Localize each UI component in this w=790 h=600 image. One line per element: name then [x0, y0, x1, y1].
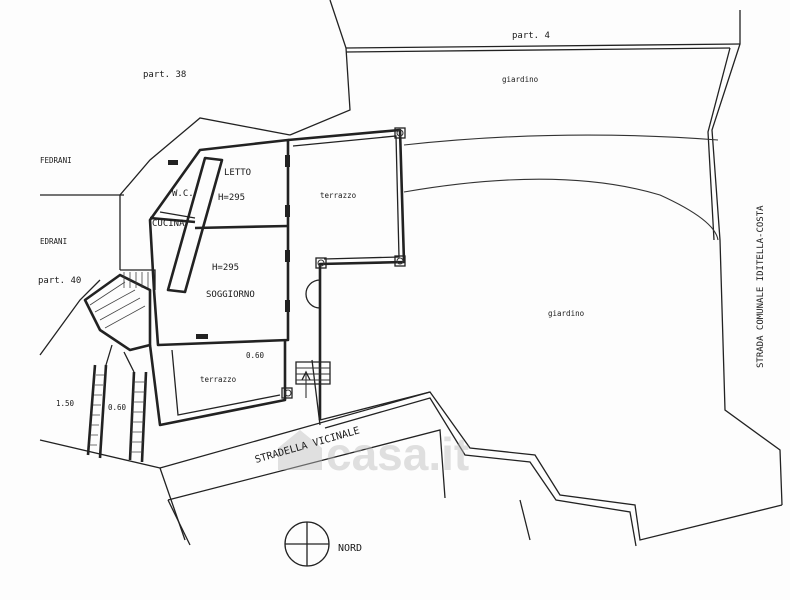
- dimension-060-path: 0.60: [108, 403, 127, 412]
- area-terrazzo-lower: terrazzo: [200, 375, 237, 384]
- watermark: casa.it: [278, 428, 469, 480]
- room-letto: LETTO: [224, 168, 251, 178]
- neighbor-fedrani-mid: EDRANI: [40, 237, 67, 246]
- room-cucina: CUCINA: [152, 219, 185, 229]
- area-terrazzo-upper: terrazzo: [320, 191, 357, 200]
- room-soggiorno: SOGGIORNO: [206, 290, 255, 300]
- room-letto-height: H=295: [218, 193, 245, 203]
- room-soggiorno-height: H=295: [212, 263, 239, 273]
- room-wc: W.C.: [172, 189, 194, 199]
- left-stairs: [83, 269, 156, 463]
- compass-label: NORD: [338, 543, 362, 554]
- road-strada-comunale: STRADA COMUNALE IDITELLA-COSTA: [756, 205, 766, 368]
- house-logo-icon: [278, 430, 322, 470]
- parcel-part-4: part. 4: [512, 31, 550, 41]
- parcel-part-38: part. 38: [143, 70, 186, 80]
- watermark-text: casa.it: [326, 428, 469, 480]
- north-compass: [284, 521, 330, 567]
- area-giardino-main: giardino: [548, 309, 585, 318]
- parcel-part-40: part. 40: [38, 276, 81, 286]
- dimension-150: 1.50: [56, 399, 75, 408]
- area-giardino-top: giardino: [502, 75, 539, 84]
- neighbor-fedrani-top: FEDRANI: [40, 156, 72, 165]
- building-walls: [148, 127, 406, 427]
- dimension-060-terrazzo: 0.60: [246, 351, 265, 360]
- boundary-lines: [39, 0, 783, 547]
- wall-marks: [168, 155, 290, 339]
